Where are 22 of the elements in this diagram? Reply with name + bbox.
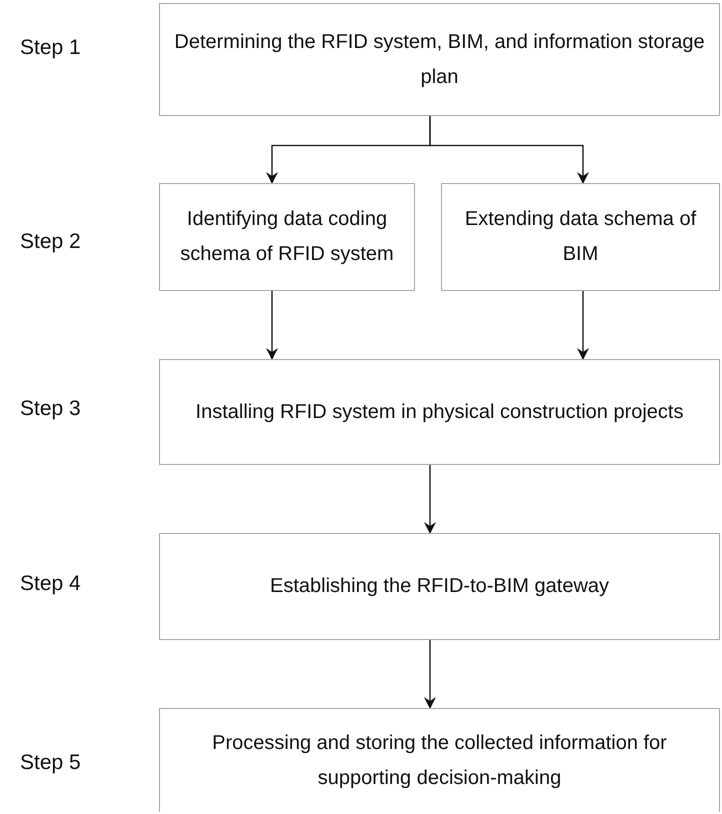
box-text: Processing and storing the collected information for supporting decision-making [211,730,668,790]
process-box [159,708,720,812]
step-label: Step 1 [20,36,81,60]
process-box [441,183,720,291]
box-text: Establishing the RFID-to-BIM gateway [270,574,610,599]
arrow [429,116,589,184]
box-text: Determining the RFID system, BIM, and information storage plan [173,30,706,90]
box-text: Identifying data coding schema of RFID system [179,207,395,267]
process-box [159,3,720,116]
process-box [159,183,415,291]
arrow [424,465,436,534]
step-label: Step 4 [20,572,81,596]
arrow [577,291,589,360]
arrow [266,291,278,360]
arrow [424,640,436,709]
box-text: Installing RFID system in physical construction projects [196,400,684,424]
process-box [159,359,720,465]
step-label: Step 3 [20,397,81,421]
process-box [159,533,720,640]
step-label: Step 5 [20,751,81,775]
step-label: Step 2 [20,230,81,254]
box-text: Extending data schema of BIM [464,207,698,267]
